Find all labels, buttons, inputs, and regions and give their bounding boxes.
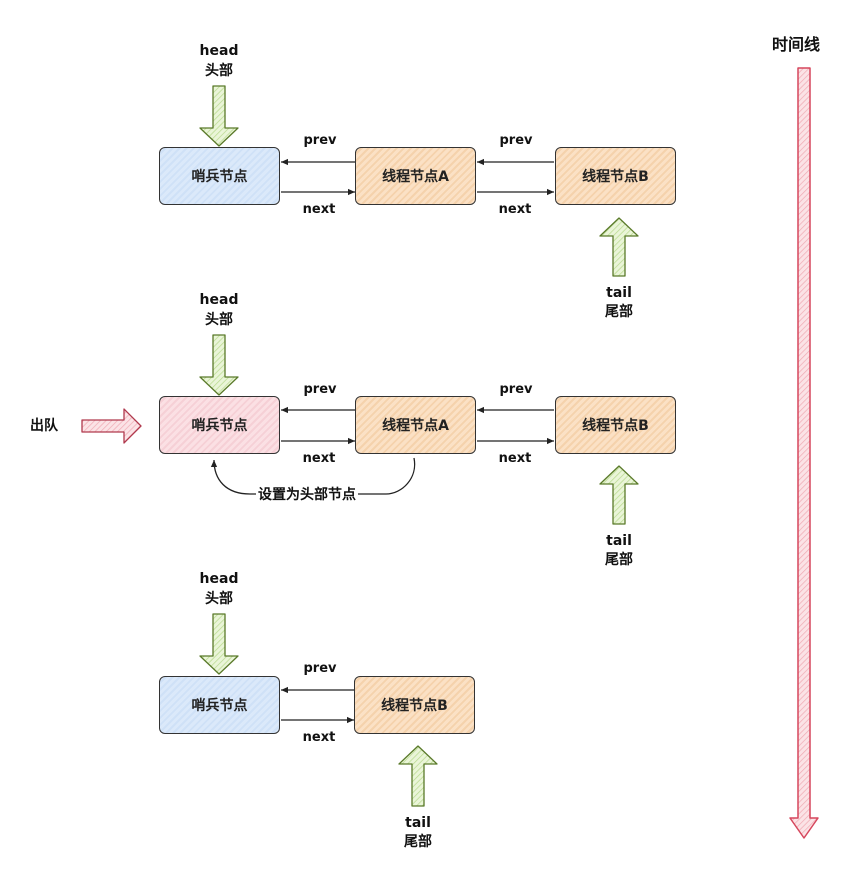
stage2-tail-label-cn: 尾部 — [605, 552, 633, 568]
stage3-thread-node-b: 线程节点B — [354, 676, 475, 734]
dequeue-label: 出队 — [30, 418, 58, 434]
dequeue-arrow — [81, 408, 142, 444]
timeline-label: 时间线 — [772, 35, 821, 54]
stage2-tail-label: tail — [606, 533, 632, 549]
stage2-link1-prev-label: prev — [303, 382, 337, 397]
stage2-thread-node-a: 线程节点A — [355, 396, 476, 454]
stage1-thread-node-b: 线程节点B — [555, 147, 676, 205]
stage1-tail-pointer-arrow — [599, 217, 639, 277]
stage3-sentinel-node: 哨兵节点 — [159, 676, 280, 734]
stage1-link1-next-label: next — [302, 202, 336, 217]
stage3-link1-prev-label: prev — [303, 661, 337, 676]
stage2-sentinel-node: 哨兵节点 — [159, 396, 280, 454]
stage2-link1-next-label: next — [302, 451, 336, 466]
stage3-head-label-cn: 头部 — [205, 591, 233, 607]
stage2-link2-prev-label: prev — [499, 382, 533, 397]
stage1-tail-label-cn: 尾部 — [605, 304, 633, 320]
timeline-arrow — [789, 67, 819, 839]
stage1-sentinel-node: 哨兵节点 — [159, 147, 280, 205]
stage2-head-label-cn: 头部 — [205, 312, 233, 328]
stage3-tail-label: tail — [405, 815, 431, 831]
stage2-head-label: head — [199, 292, 239, 308]
set-head-label: 设置为头部节点 — [256, 486, 358, 505]
stage1-head-label-cn: 头部 — [205, 63, 233, 79]
stage1-link2-next-label: next — [498, 202, 532, 217]
stage1-link1-prev-label: prev — [303, 133, 337, 148]
stage1-head-label: head — [199, 43, 239, 59]
stage1-head-pointer-arrow — [199, 85, 239, 147]
stage2-link2-next-label: next — [498, 451, 532, 466]
stage3-tail-label-cn: 尾部 — [404, 834, 432, 850]
stage3-tail-pointer-arrow — [398, 745, 438, 807]
stage2-tail-pointer-arrow — [599, 465, 639, 525]
stage3-head-pointer-arrow — [199, 613, 239, 675]
stage1-link2-prev-label: prev — [499, 133, 533, 148]
stage1-thread-node-a: 线程节点A — [355, 147, 476, 205]
stage2-thread-node-b: 线程节点B — [555, 396, 676, 454]
stage1-tail-label: tail — [606, 285, 632, 301]
stage3-link1-next-label: next — [302, 730, 336, 745]
stage2-head-pointer-arrow — [199, 334, 239, 396]
stage3-head-label: head — [199, 571, 239, 587]
